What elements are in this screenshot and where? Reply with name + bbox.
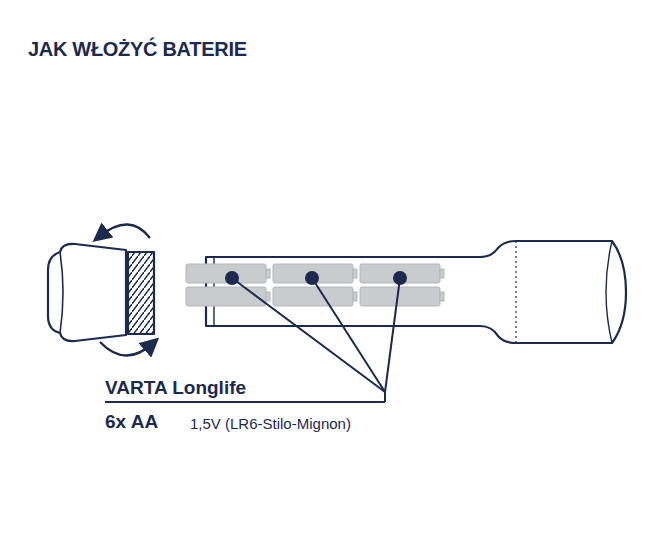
leader-line <box>105 272 406 402</box>
page-title: JAK WŁOŻYĆ BATERIE <box>28 38 247 61</box>
cap-thread <box>128 252 154 334</box>
battery-aa <box>186 264 444 306</box>
cap <box>48 244 126 341</box>
rotate-arrow <box>100 224 150 238</box>
rotate-arrow <box>100 342 152 356</box>
product-name: VARTA Longlife <box>105 377 246 399</box>
flashlight-body <box>206 241 626 343</box>
battery-count: 6x AA <box>105 411 158 433</box>
battery-spec: 1,5V (LR6-Stilo-Mignon) <box>190 415 351 432</box>
